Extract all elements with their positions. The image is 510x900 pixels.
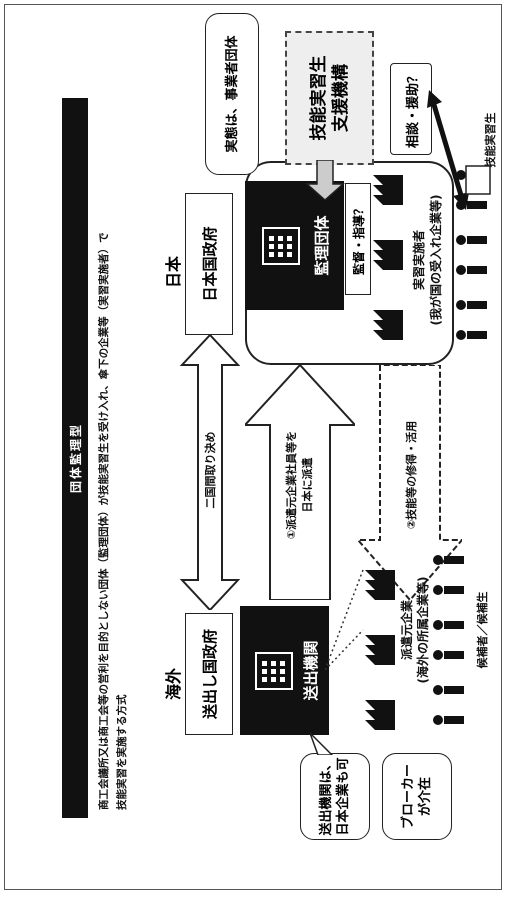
dispatch-arrow — [245, 365, 355, 600]
otit-line-1: 技能実習生 — [308, 55, 329, 141]
sending-org-note-callout: 送出機関は、 日本企業も可 — [300, 753, 370, 840]
sending-government-box: 送出し国政府 — [185, 613, 233, 735]
broker-line-2: が介在 — [418, 777, 433, 817]
sending-org-box: 送出機関 — [240, 606, 329, 735]
otit-arrow — [305, 160, 345, 200]
description-line-1: 商工会議所又は商工会等の営利を目的としない団体（監理団体）が技能実習生を受け入れ… — [98, 232, 110, 810]
callout-pointer — [310, 732, 334, 755]
consult-arrow — [427, 90, 469, 210]
apply-arrow — [358, 365, 462, 600]
description-line-2: 技能実習を実施する方式 — [116, 694, 128, 811]
dispatch-label-line-2: 日本に派遣 — [301, 457, 314, 513]
otit-line-2: 支援機構 — [330, 64, 351, 132]
otit-box: 技能実習生 支援機構 — [285, 31, 374, 165]
broker-callout: ブローカー が介在 — [382, 753, 452, 840]
diagram-frame — [4, 4, 502, 890]
double-arrow-icon — [179, 335, 241, 610]
supervising-org-box: 監理団体 — [245, 181, 344, 310]
person-icon — [456, 170, 487, 340]
building-icon — [255, 652, 293, 690]
building-icon — [262, 227, 300, 265]
dispatch-company-line-1: 派遣元企業 — [400, 600, 414, 661]
dotted-links — [325, 569, 364, 670]
broker-line-1: ブローカー — [401, 764, 416, 830]
sending-org-label: 送出機関 — [302, 640, 320, 701]
sending-org-note-line-2: 日本企業も可 — [336, 757, 351, 836]
actual-org-note-callout: 実態は、事業者団体 — [205, 13, 259, 175]
supervising-org-label: 監理団体 — [313, 215, 331, 276]
document-icon — [465, 165, 491, 195]
japan-government-box: 日本国政府 — [185, 193, 233, 335]
person-icon — [433, 555, 464, 725]
candidates-label: 候補者／候補生 — [476, 591, 489, 669]
diagram-title: 団体監理型 — [62, 98, 88, 818]
apply-label: ②技能等の修得・活用 — [405, 420, 418, 530]
dispatch-label-line-1: ①派遣元企業社員等を — [285, 430, 298, 540]
dispatch-company-line-2: (海外の所属企業等) — [416, 576, 430, 684]
region-overseas: 海外 — [164, 667, 183, 700]
factory-icon — [365, 570, 395, 730]
region-japan: 日本 — [164, 255, 183, 288]
sending-org-note-line-1: 送出機関は、 — [319, 757, 334, 836]
bilateral-label: 二国間取り決め — [204, 431, 217, 509]
factory-icon — [373, 175, 403, 340]
